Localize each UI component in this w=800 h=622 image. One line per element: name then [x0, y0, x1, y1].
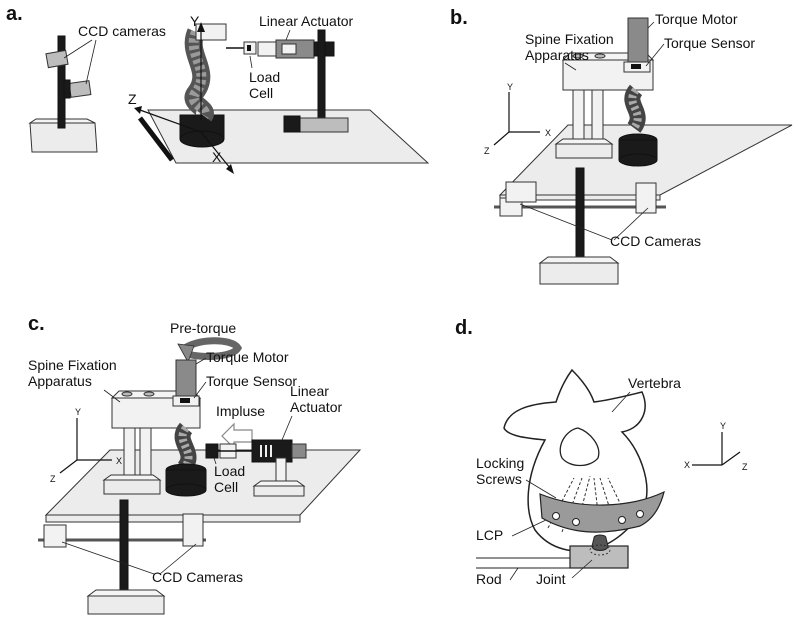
panel-c-sensor-leader: [193, 381, 207, 399]
panel-c-apparatus-label: Apparatus: [28, 373, 92, 389]
panel-d-lcp-leader: [511, 519, 547, 537]
panel-d-letter: d.: [455, 317, 473, 339]
panel-d-vertebra-label: Vertebra: [628, 375, 681, 391]
panel-a-letter: a.: [6, 3, 23, 25]
panel-c-ccd-leader-1: [61, 541, 155, 575]
panel-a-cell-label: Cell: [249, 85, 273, 101]
panel-c-ccd-cameras-label: CCD Cameras: [152, 569, 243, 585]
panel-d-screws-leader: [525, 479, 557, 499]
panel-b-motor-spine: [618, 17, 658, 167]
panel-b-apparatus-label: Apparatus: [525, 47, 589, 63]
panel-c-axis-z: Z: [50, 474, 56, 484]
panel-d-axis-z: Z: [742, 462, 748, 472]
panel-d-rod-leader: [509, 567, 519, 581]
panel-c-actuator-leader: [281, 415, 293, 441]
panel-b-axes: [493, 92, 540, 146]
panel-c-actuator-label: Actuator: [290, 399, 342, 415]
panel-c-letter: c.: [28, 313, 45, 335]
panel-d-screw-heads: [552, 510, 644, 526]
panel-d-axis-y: Y: [720, 421, 726, 431]
panel-c-pre-torque-label: Pre-torque: [170, 320, 236, 336]
panel-a-ccd-leader-2: [85, 39, 97, 85]
panel-b-torque-sensor-label: Torque Sensor: [664, 35, 755, 51]
panel-a-actuator-leader: [285, 29, 291, 41]
panel-c-motor-leader: [195, 357, 207, 365]
panel-c-impulse-arrow: [221, 422, 253, 450]
panel-b-axis-z: Z: [484, 146, 490, 156]
panel-c-load-label: Load: [214, 463, 245, 479]
panel-b-camera-rig: [494, 167, 666, 285]
panel-b-axis-y: Y: [507, 82, 513, 92]
panel-c-ccd-leader-2: [159, 543, 197, 575]
panel-d-axes: [692, 432, 741, 466]
panel-a-axis-x: X: [212, 149, 222, 165]
panel-c-axis-x: X: [116, 456, 122, 466]
panel-d-axis-x: X: [684, 460, 690, 470]
panel-a-base-edge: [138, 116, 174, 162]
panel-a-linear-actuator-label: Linear Actuator: [259, 13, 354, 29]
panel-c-motor-spine: [165, 359, 207, 497]
panel-b-motor-leader: [647, 21, 655, 29]
panel-b-fixation-leader: [564, 62, 577, 71]
panel-d-locking-screws: [547, 475, 631, 533]
panel-b-letter: b.: [450, 7, 468, 29]
panel-b-torque-motor-label: Torque Motor: [655, 11, 738, 27]
panel-c-axes: [59, 418, 112, 474]
panel-a-axis-z: Z: [128, 91, 137, 107]
panel-d-screws-label: Screws: [476, 471, 522, 487]
panel-b-spine-fixation-label: Spine Fixation: [525, 31, 614, 47]
panel-d-rod-label: Rod: [476, 571, 502, 587]
panel-d-joint-label: Joint: [536, 571, 566, 587]
panel-b-axis-x: X: [545, 128, 551, 138]
panel-d-vertebra-leader: [611, 391, 631, 413]
panel-d-joint-leader: [571, 559, 593, 579]
panel-a: a. CCD cameras: [6, 3, 430, 174]
panel-a-load-label: Load: [249, 69, 280, 85]
panel-c-axis-y: Y: [75, 407, 81, 417]
panel-a-actuator-stand: [283, 29, 349, 133]
panel-c-impluse-label: Impluse: [216, 403, 265, 419]
panel-d-lcp-plate: [539, 490, 665, 533]
panel-d-lcp-label: LCP: [476, 527, 503, 543]
panel-b-sensor-leader: [645, 43, 665, 67]
panel-b-ccd-leader-2: [613, 207, 649, 241]
panel-c-actuator: [205, 439, 307, 497]
panel-b-ccd-leader-1: [519, 203, 613, 241]
panel-d-spinal-canal: [559, 427, 600, 467]
panel-a-camera-stand: [28, 35, 98, 153]
panel-b: b. CCD Cameras Spine Fixation: [450, 7, 793, 285]
panel-d-joint: [569, 534, 629, 569]
panel-c-load-leader: [213, 457, 217, 465]
panel-d: d. Vertebra Locking Screws LCP: [455, 317, 748, 587]
panel-c-torque-motor-label: Torque Motor: [206, 349, 289, 365]
panel-b-ccd-cameras-label: CCD Cameras: [610, 233, 701, 249]
panel-c-camera-rig: [38, 499, 206, 615]
panel-c-fixation-leader: [103, 389, 121, 403]
panel-c-spine-fixation-label: Spine Fixation: [28, 357, 117, 373]
panel-c: c. CCD Cameras Pre-torque: [28, 313, 362, 615]
panel-c-torque-sensor-label: Torque Sensor: [206, 373, 297, 389]
panel-c-linear-label: Linear: [290, 383, 329, 399]
panel-a-ccd-cameras-label: CCD cameras: [78, 23, 166, 39]
panel-c-cell-label: Cell: [214, 479, 238, 495]
panel-c-pre-torque-arrow: [177, 337, 243, 363]
panel-a-load-leader: [249, 55, 253, 69]
panel-a-ccd-leader-1: [63, 39, 93, 59]
panel-a-axis-y: Y: [190, 13, 200, 29]
panel-d-locking-label: Locking: [476, 455, 524, 471]
panel-a-axes: [134, 22, 234, 174]
panel-a-spine-specimen: [179, 23, 227, 148]
